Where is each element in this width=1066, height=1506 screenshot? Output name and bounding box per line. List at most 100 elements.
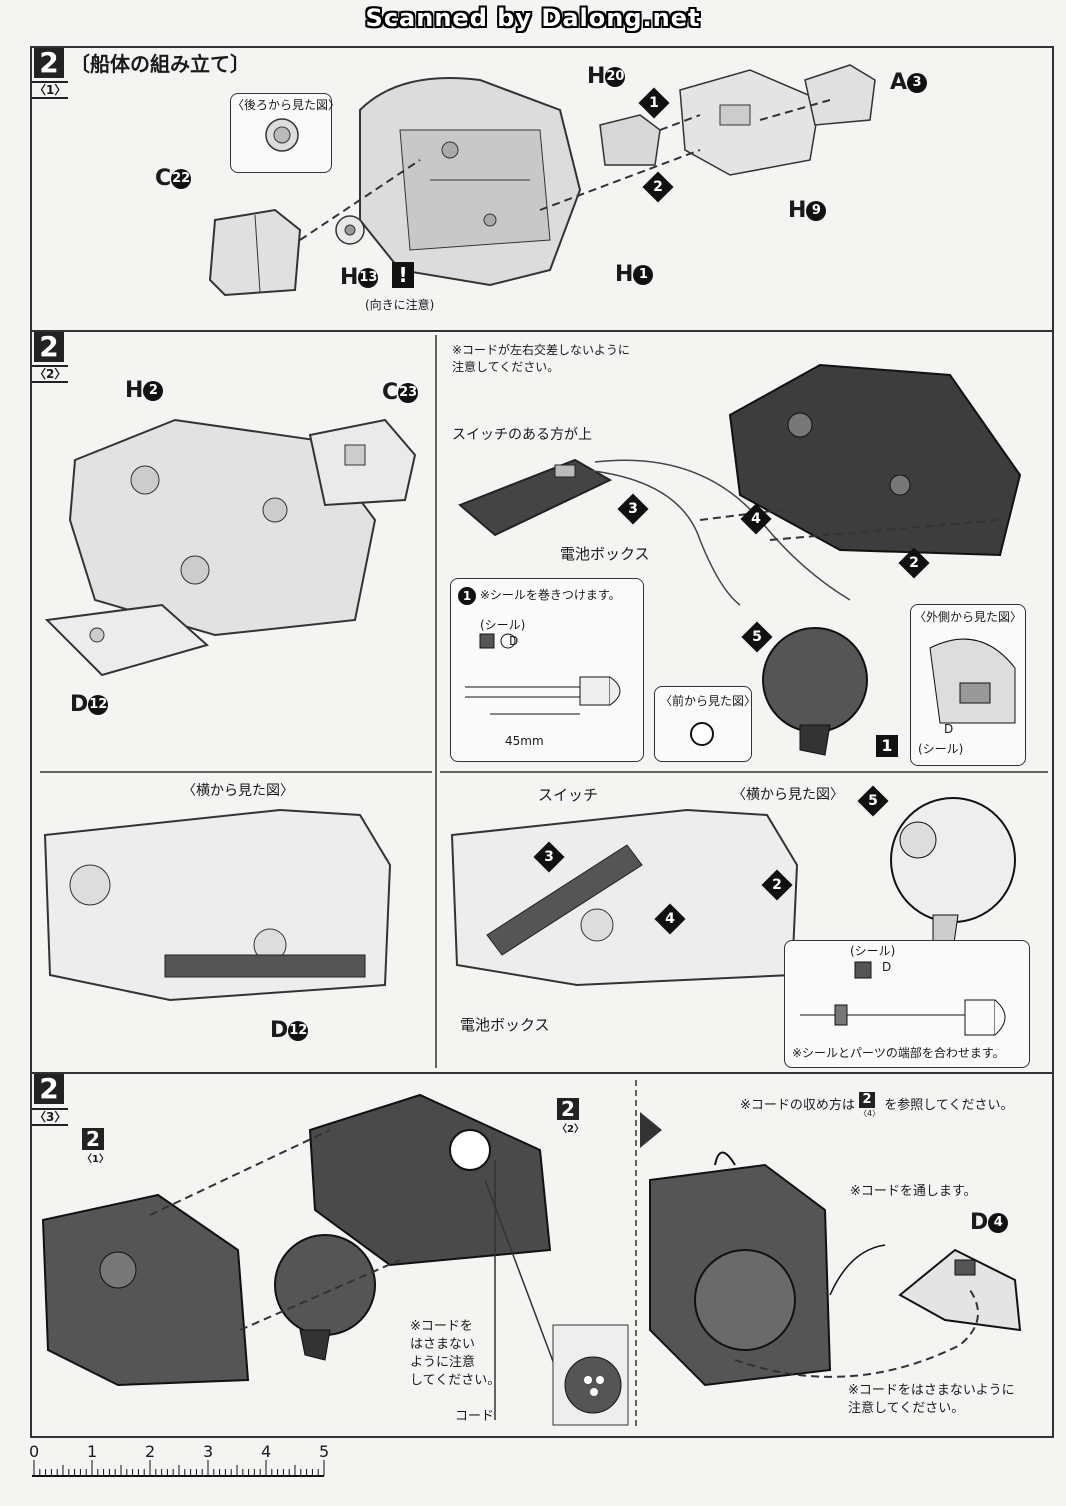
step-marker: 1 xyxy=(458,586,476,605)
cord-detail-drawing xyxy=(552,1324,629,1426)
battery-box-label-2: 電池ボックス xyxy=(460,1016,550,1034)
sticker-wrap-text: ※シールを巻きつけます。 xyxy=(479,588,621,602)
cord-storage-text-tail: を参照してください。 xyxy=(884,1098,1014,1113)
part-letter: H xyxy=(125,378,144,403)
ref-sub: 〈1〉 xyxy=(82,1154,109,1165)
step3-guides xyxy=(149,1129,561,1420)
step-number: 2 xyxy=(34,48,64,78)
sticker-wrap-note: 1 ※シールを巻きつけます。 xyxy=(458,586,621,605)
part-d4-drawing xyxy=(898,1248,1022,1332)
step3-divider xyxy=(635,1080,637,1430)
hull-rear-assembly xyxy=(308,1093,552,1267)
part-c22-drawing xyxy=(208,208,302,297)
part-h9-drawing xyxy=(679,69,821,176)
sticker-label: (シール) xyxy=(480,618,526,632)
step-number: 2 xyxy=(34,332,64,362)
hull-front-assembly xyxy=(41,1193,250,1387)
step-2-3-panel xyxy=(30,1072,1054,1438)
outside-view-drawing xyxy=(929,638,1016,724)
part-letter: C xyxy=(155,166,172,191)
hull-h2-drawing xyxy=(68,418,377,637)
part-label-h20: H20 xyxy=(587,64,626,89)
ruler-label: 2 xyxy=(145,1442,156,1461)
part-number: 22 xyxy=(171,169,192,189)
part-label-d12b: D12 xyxy=(270,1018,309,1043)
switch-up-note: スイッチのある方が上 xyxy=(452,427,592,443)
part-number: 3 xyxy=(907,73,928,93)
part-number: 4 xyxy=(988,1213,1009,1233)
ball-part-1-drawing xyxy=(762,627,868,756)
outside-sticker-label: (シール) xyxy=(918,742,964,756)
side-view-hull-left xyxy=(43,808,392,1002)
sticker-wrap-inset xyxy=(450,578,644,762)
part-letter: D xyxy=(70,692,89,717)
part-letter: D xyxy=(270,1018,289,1043)
cord-ref-sub: 〈4〉 xyxy=(859,1109,881,1118)
ref-num: 2 xyxy=(82,1128,104,1150)
ruler-label: 4 xyxy=(261,1442,272,1461)
part-letter: A xyxy=(890,70,908,95)
part-letter: C xyxy=(382,380,399,405)
sticker-align-d: D xyxy=(882,960,892,974)
sub-step-label: 〈3〉 xyxy=(32,1108,69,1126)
step-number: 2 xyxy=(34,1074,64,1104)
part-letter: H xyxy=(587,64,606,89)
do-not-pinch-note: ※コードを はさまない ように注意 してください。 xyxy=(410,1319,501,1388)
part-h20-drawing xyxy=(599,114,661,166)
step2-dividers xyxy=(40,335,1048,1068)
sticker-align-label: (シール) xyxy=(850,944,896,958)
front-view-title: 〈前から見た図〉 xyxy=(660,694,757,708)
sticker-align-drawing xyxy=(800,961,1006,1036)
step1-dashed-guides xyxy=(299,99,831,241)
caution-icon: ! xyxy=(392,262,414,288)
hull-front-drawing xyxy=(359,77,582,287)
part-label-c22: C22 xyxy=(155,166,192,191)
ref-step-2-1: 2 〈1〉 xyxy=(82,1128,109,1165)
cord-storage-note: ※コードの収め方は 2 〈4〉 を参照してください。 xyxy=(740,1092,1014,1119)
part-number: 1 xyxy=(633,265,654,285)
part-number: 23 xyxy=(398,383,419,403)
pass-cord-note: ※コードを通します。 xyxy=(850,1184,977,1199)
cord-label: コード xyxy=(455,1409,495,1424)
battery-box-drawing xyxy=(458,458,613,537)
part-letter: H xyxy=(615,262,634,287)
ref-num: 2 xyxy=(557,1098,579,1120)
section-title: 〔船体の組み立て〕 xyxy=(70,52,250,76)
part-label-d12: D12 xyxy=(70,692,109,717)
part-number: 13 xyxy=(358,268,379,288)
part-h13-drawing xyxy=(335,215,365,245)
ball-assembly xyxy=(274,1234,376,1361)
outside-sticker-d: D xyxy=(944,722,954,736)
length-label: 45mm xyxy=(505,734,544,748)
part-number: 20 xyxy=(605,67,626,87)
sticker-d-letter: D xyxy=(509,634,519,648)
front-view-led xyxy=(690,722,714,746)
sticker-align-note: ※シールとパーツの端部を合わせます。 xyxy=(792,1046,1005,1060)
part-letter: H xyxy=(788,198,807,223)
ruler-label: 1 xyxy=(87,1442,98,1461)
part-number: 12 xyxy=(88,695,109,715)
rear-view-title: 〈後ろから見た図〉 xyxy=(232,98,341,112)
part-d12-drawing xyxy=(44,603,210,677)
part-a3-drawing xyxy=(804,64,876,126)
ruler-label: 3 xyxy=(203,1442,214,1461)
part-number: 2 xyxy=(143,381,164,401)
part-label-c23: C23 xyxy=(382,380,419,405)
part-letter: D xyxy=(970,1210,989,1235)
rear-view-part-drawing xyxy=(265,118,299,152)
part-c23-drawing xyxy=(308,418,417,507)
sub-step-label: 〈2〉 xyxy=(32,365,69,383)
part-box-1: 1 xyxy=(876,735,898,757)
sub-step-label: 〈1〉 xyxy=(32,81,69,99)
ruler-label: 0 xyxy=(29,1442,40,1461)
cord-ref-num: 2 xyxy=(859,1092,876,1108)
scanner-watermark: Scanned by Dalong.net xyxy=(365,4,701,32)
do-not-pinch-note-2: ※コードをはさまないように 注意してください。 xyxy=(848,1383,1015,1416)
next-step-arrow xyxy=(640,1112,662,1148)
part-letter: H xyxy=(340,265,359,290)
